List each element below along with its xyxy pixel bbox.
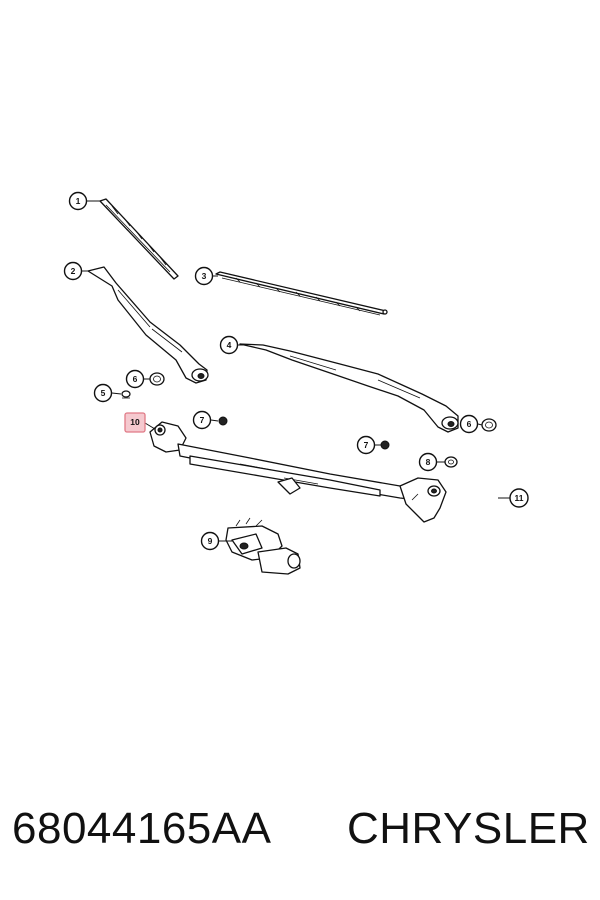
- brand-name: CHRYSLER: [347, 804, 590, 853]
- wiper-blade-left: [99, 198, 179, 280]
- callout-label: 8: [426, 457, 431, 467]
- callout: 9: [200, 531, 220, 551]
- bolt-left: [218, 416, 228, 426]
- callout: 2: [63, 261, 83, 281]
- callout-label: 1: [76, 196, 81, 206]
- callout-label: 2: [71, 266, 76, 276]
- callout-label: 5: [101, 388, 106, 398]
- footer: 68044165AA CHRYSLER: [0, 798, 600, 868]
- wiper-arm-left: [87, 266, 209, 384]
- nut-left: [149, 372, 165, 386]
- wiper-blade-right: [215, 271, 388, 316]
- part-number: 68044165AA: [12, 804, 272, 853]
- callout: 11: [509, 488, 529, 508]
- callout-label: 7: [364, 440, 369, 450]
- wiper-motor: [225, 517, 301, 575]
- callout-label: 10: [130, 417, 140, 427]
- nut-right: [481, 418, 497, 432]
- callout-label: 6: [133, 374, 138, 384]
- callout-label: 11: [515, 493, 524, 503]
- callout: 7: [192, 410, 212, 430]
- callout-label: 3: [202, 271, 207, 281]
- grommet: [444, 456, 458, 468]
- washer: [121, 390, 131, 399]
- leader-lines: [81, 200, 510, 542]
- callout: 1: [68, 191, 88, 211]
- callout-label: 4: [227, 340, 232, 350]
- wiper-arm-right: [239, 343, 459, 433]
- callout: 6: [125, 369, 145, 389]
- callout-label: 9: [208, 536, 213, 546]
- callout: 5: [93, 383, 113, 403]
- callout: 6: [459, 414, 479, 434]
- callout-highlighted: 10: [124, 412, 146, 433]
- wiper-linkage: [149, 421, 447, 523]
- bolt-right: [380, 440, 390, 450]
- callout-label: 7: [200, 415, 205, 425]
- callout: 7: [356, 435, 376, 455]
- callout: 3: [194, 266, 214, 286]
- callout-label: 6: [467, 419, 472, 429]
- callout: 8: [418, 452, 438, 472]
- callout: 4: [219, 335, 239, 355]
